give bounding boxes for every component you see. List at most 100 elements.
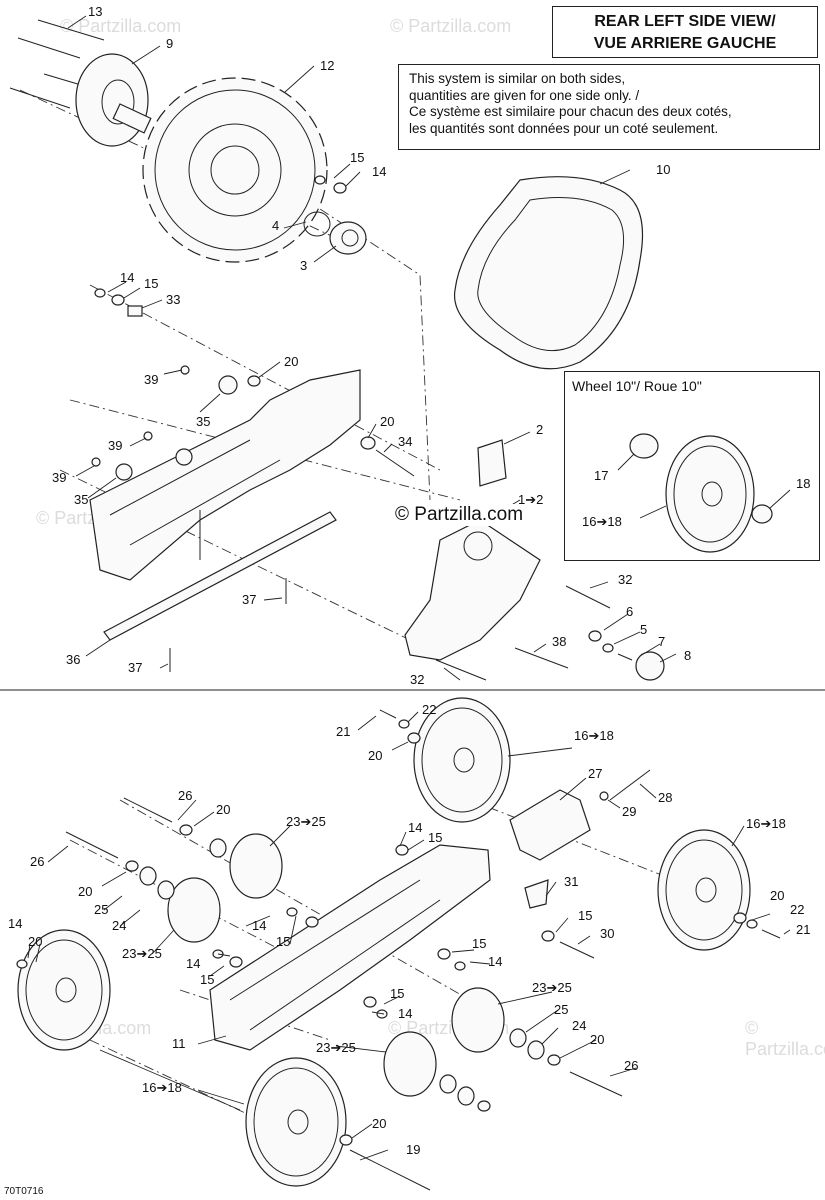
copyright-notice: © Partzilla.com: [392, 504, 527, 526]
block-31: [524, 879, 549, 909]
callout-5: 5: [640, 622, 647, 637]
note-box: This system is similar on both sides, qu…: [398, 64, 820, 150]
callout-14-b: 14: [120, 270, 134, 285]
watermark-2: © Partzilla.com: [390, 16, 512, 36]
retaining-ring-4: [303, 211, 331, 237]
callout-30: 30: [600, 926, 614, 941]
callout-26-c: 26: [624, 1058, 638, 1073]
view-title-box: REAR LEFT SIDE VIEW/ VUE ARRIERE GAUCHE: [552, 6, 818, 58]
nut-14-b: [94, 288, 106, 298]
view-title-en: REAR LEFT SIDE VIEW/: [594, 13, 776, 30]
callout-4: 4: [272, 218, 279, 233]
bolt-21-b: [761, 929, 781, 939]
cap-8: [635, 651, 665, 681]
bearing-3: [329, 221, 367, 255]
bolt-19: [349, 1149, 431, 1191]
callout-34: 34: [398, 434, 412, 449]
callout-39: 39: [144, 372, 158, 387]
callout-14-e: 14: [8, 916, 22, 931]
bolt-32-b: [435, 659, 487, 681]
leader-lines: [27, 15, 791, 1161]
callout-23-to-25-d: 23➔25: [316, 1040, 356, 1055]
rear-arm-1: [404, 519, 541, 661]
callout-23-to-25-b: 23➔25: [122, 946, 162, 961]
bolt-28: [609, 769, 651, 801]
idler-35-c: [115, 463, 133, 481]
callout-20-g: 20: [28, 934, 42, 949]
callout-14-g: 14: [488, 954, 502, 969]
inset-wheel-title: Wheel 10"/ Roue 10": [572, 378, 702, 394]
callout-10: 10: [656, 162, 670, 177]
callout-32: 32: [618, 572, 632, 587]
callout-2: 2: [536, 422, 543, 437]
suspension-frame: [89, 369, 361, 581]
callout-11: 11: [172, 1036, 186, 1051]
idler-wheel-c: [451, 987, 505, 1053]
callout-20-c: 20: [368, 748, 382, 763]
wheel-bottom: [245, 1057, 347, 1187]
watermark-6: © Partzilla.com: [745, 1018, 825, 1059]
callout-28: 28: [658, 790, 672, 805]
callout-23-to-25: 23➔25: [286, 814, 326, 829]
callout-14-f: 14: [186, 956, 200, 971]
callout-14-h: 14: [398, 1006, 412, 1021]
callout-17: 17: [594, 468, 608, 483]
watermark-1: © Partzilla.com: [60, 16, 182, 36]
wheel-left: [17, 929, 111, 1051]
callout-25-b: 25: [554, 1002, 568, 1017]
bolt-26-c: [569, 1071, 623, 1097]
callout-24: 24: [112, 918, 126, 933]
inset-wheel-box: [564, 371, 820, 561]
callout-26-b: 26: [30, 854, 44, 869]
inset-wheel-10: [665, 435, 755, 553]
callout-32-b: 32: [410, 672, 424, 687]
sprocket-12: [142, 77, 328, 263]
callout-36: 36: [66, 652, 80, 667]
callout-25: 25: [94, 902, 108, 917]
callout-16-to-18-b: 16➔18: [574, 728, 614, 743]
callout-31: 31: [564, 874, 578, 889]
idler-35-a: [218, 375, 238, 395]
note-line-2: quantities are given for one side only. …: [409, 87, 640, 103]
callout-3: 3: [300, 258, 307, 273]
callout-15-f: 15: [472, 936, 486, 951]
idler-wheel-d: [383, 1031, 437, 1097]
callout-16-to-18-c: 16➔18: [746, 816, 786, 831]
callout-24-b: 24: [572, 1018, 586, 1033]
callout-15: 15: [350, 150, 364, 165]
callout-15-e: 15: [276, 934, 290, 949]
callout-20-f: 20: [770, 888, 784, 903]
nut-29: [599, 791, 609, 801]
callout-7: 7: [658, 634, 665, 649]
callout-35-b: 35: [74, 492, 88, 507]
bolt-26-b: [65, 831, 119, 859]
callout-15-h: 15: [390, 986, 404, 1001]
callout-15-d: 15: [578, 908, 592, 923]
callout-6: 6: [626, 604, 633, 619]
callout-1-to-2: 1➔2: [518, 492, 543, 507]
callout-16-to-18: 16➔18: [582, 514, 622, 529]
washer-6: [588, 630, 602, 642]
bolt-7: [617, 653, 633, 661]
callout-39-b: 39: [108, 438, 122, 453]
spacer-33: [127, 305, 143, 317]
note-line-4: les quantités sont données pour un coté …: [409, 120, 719, 136]
callout-20: 20: [284, 354, 298, 369]
idler-wheel-b: [167, 877, 221, 943]
wheel-upper: [413, 697, 511, 823]
wheel-right: [657, 829, 751, 951]
idler-wheel-a: [229, 833, 283, 899]
callout-22: 22: [422, 702, 436, 717]
nut-39-a: [180, 365, 190, 375]
note-line-1: This system is similar on both sides,: [409, 71, 626, 86]
nut-14: [333, 182, 347, 194]
bolt-30: [559, 941, 595, 959]
callout-37: 37: [242, 592, 256, 607]
callout-12: 12: [320, 58, 334, 73]
rail-11: [209, 844, 491, 1051]
bolt-34: [375, 449, 415, 477]
callout-20-e: 20: [78, 884, 92, 899]
hub-9: [75, 53, 152, 147]
arm-27: [509, 789, 591, 861]
callout-27: 27: [588, 766, 602, 781]
